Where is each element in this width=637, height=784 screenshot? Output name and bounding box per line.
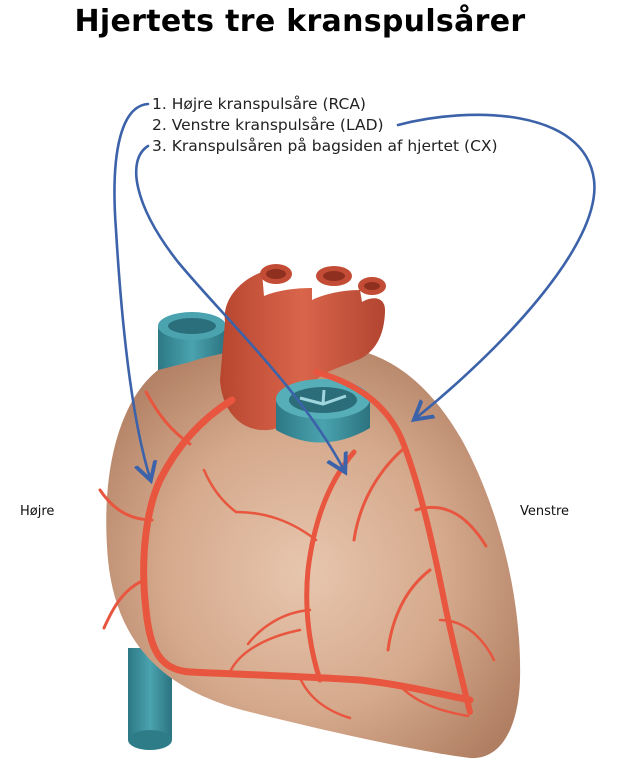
aorta — [220, 264, 386, 431]
left-side-label: Venstre — [520, 504, 570, 519]
right-side-label: Højre — [20, 504, 55, 519]
diagram-title: Hjertets tre kranspulsårer — [74, 4, 526, 39]
cx-vessel — [304, 449, 357, 683]
lad-vessel — [313, 369, 473, 715]
coronary-arteries — [98, 369, 496, 720]
rca-pointer-arrow — [113, 102, 150, 478]
pointer-arrows — [113, 102, 596, 478]
pulmonary-trunk — [276, 379, 370, 443]
lad-pointer-arrow — [396, 113, 596, 418]
rca-vessel — [140, 396, 474, 704]
legend-item-cx: 3. Kranspulsåren på bagsiden af hjertet … — [152, 137, 498, 155]
cx-pointer-arrow — [134, 144, 344, 470]
legend-item-rca: 1. Højre kranspulsåre (RCA) — [152, 95, 366, 113]
artery-legend: 1. Højre kranspulsåre (RCA) 2. Venstre k… — [152, 94, 498, 157]
legend-item-lad: 2. Venstre kranspulsåre (LAD) — [152, 116, 384, 134]
inferior-vena-cava — [128, 648, 172, 750]
